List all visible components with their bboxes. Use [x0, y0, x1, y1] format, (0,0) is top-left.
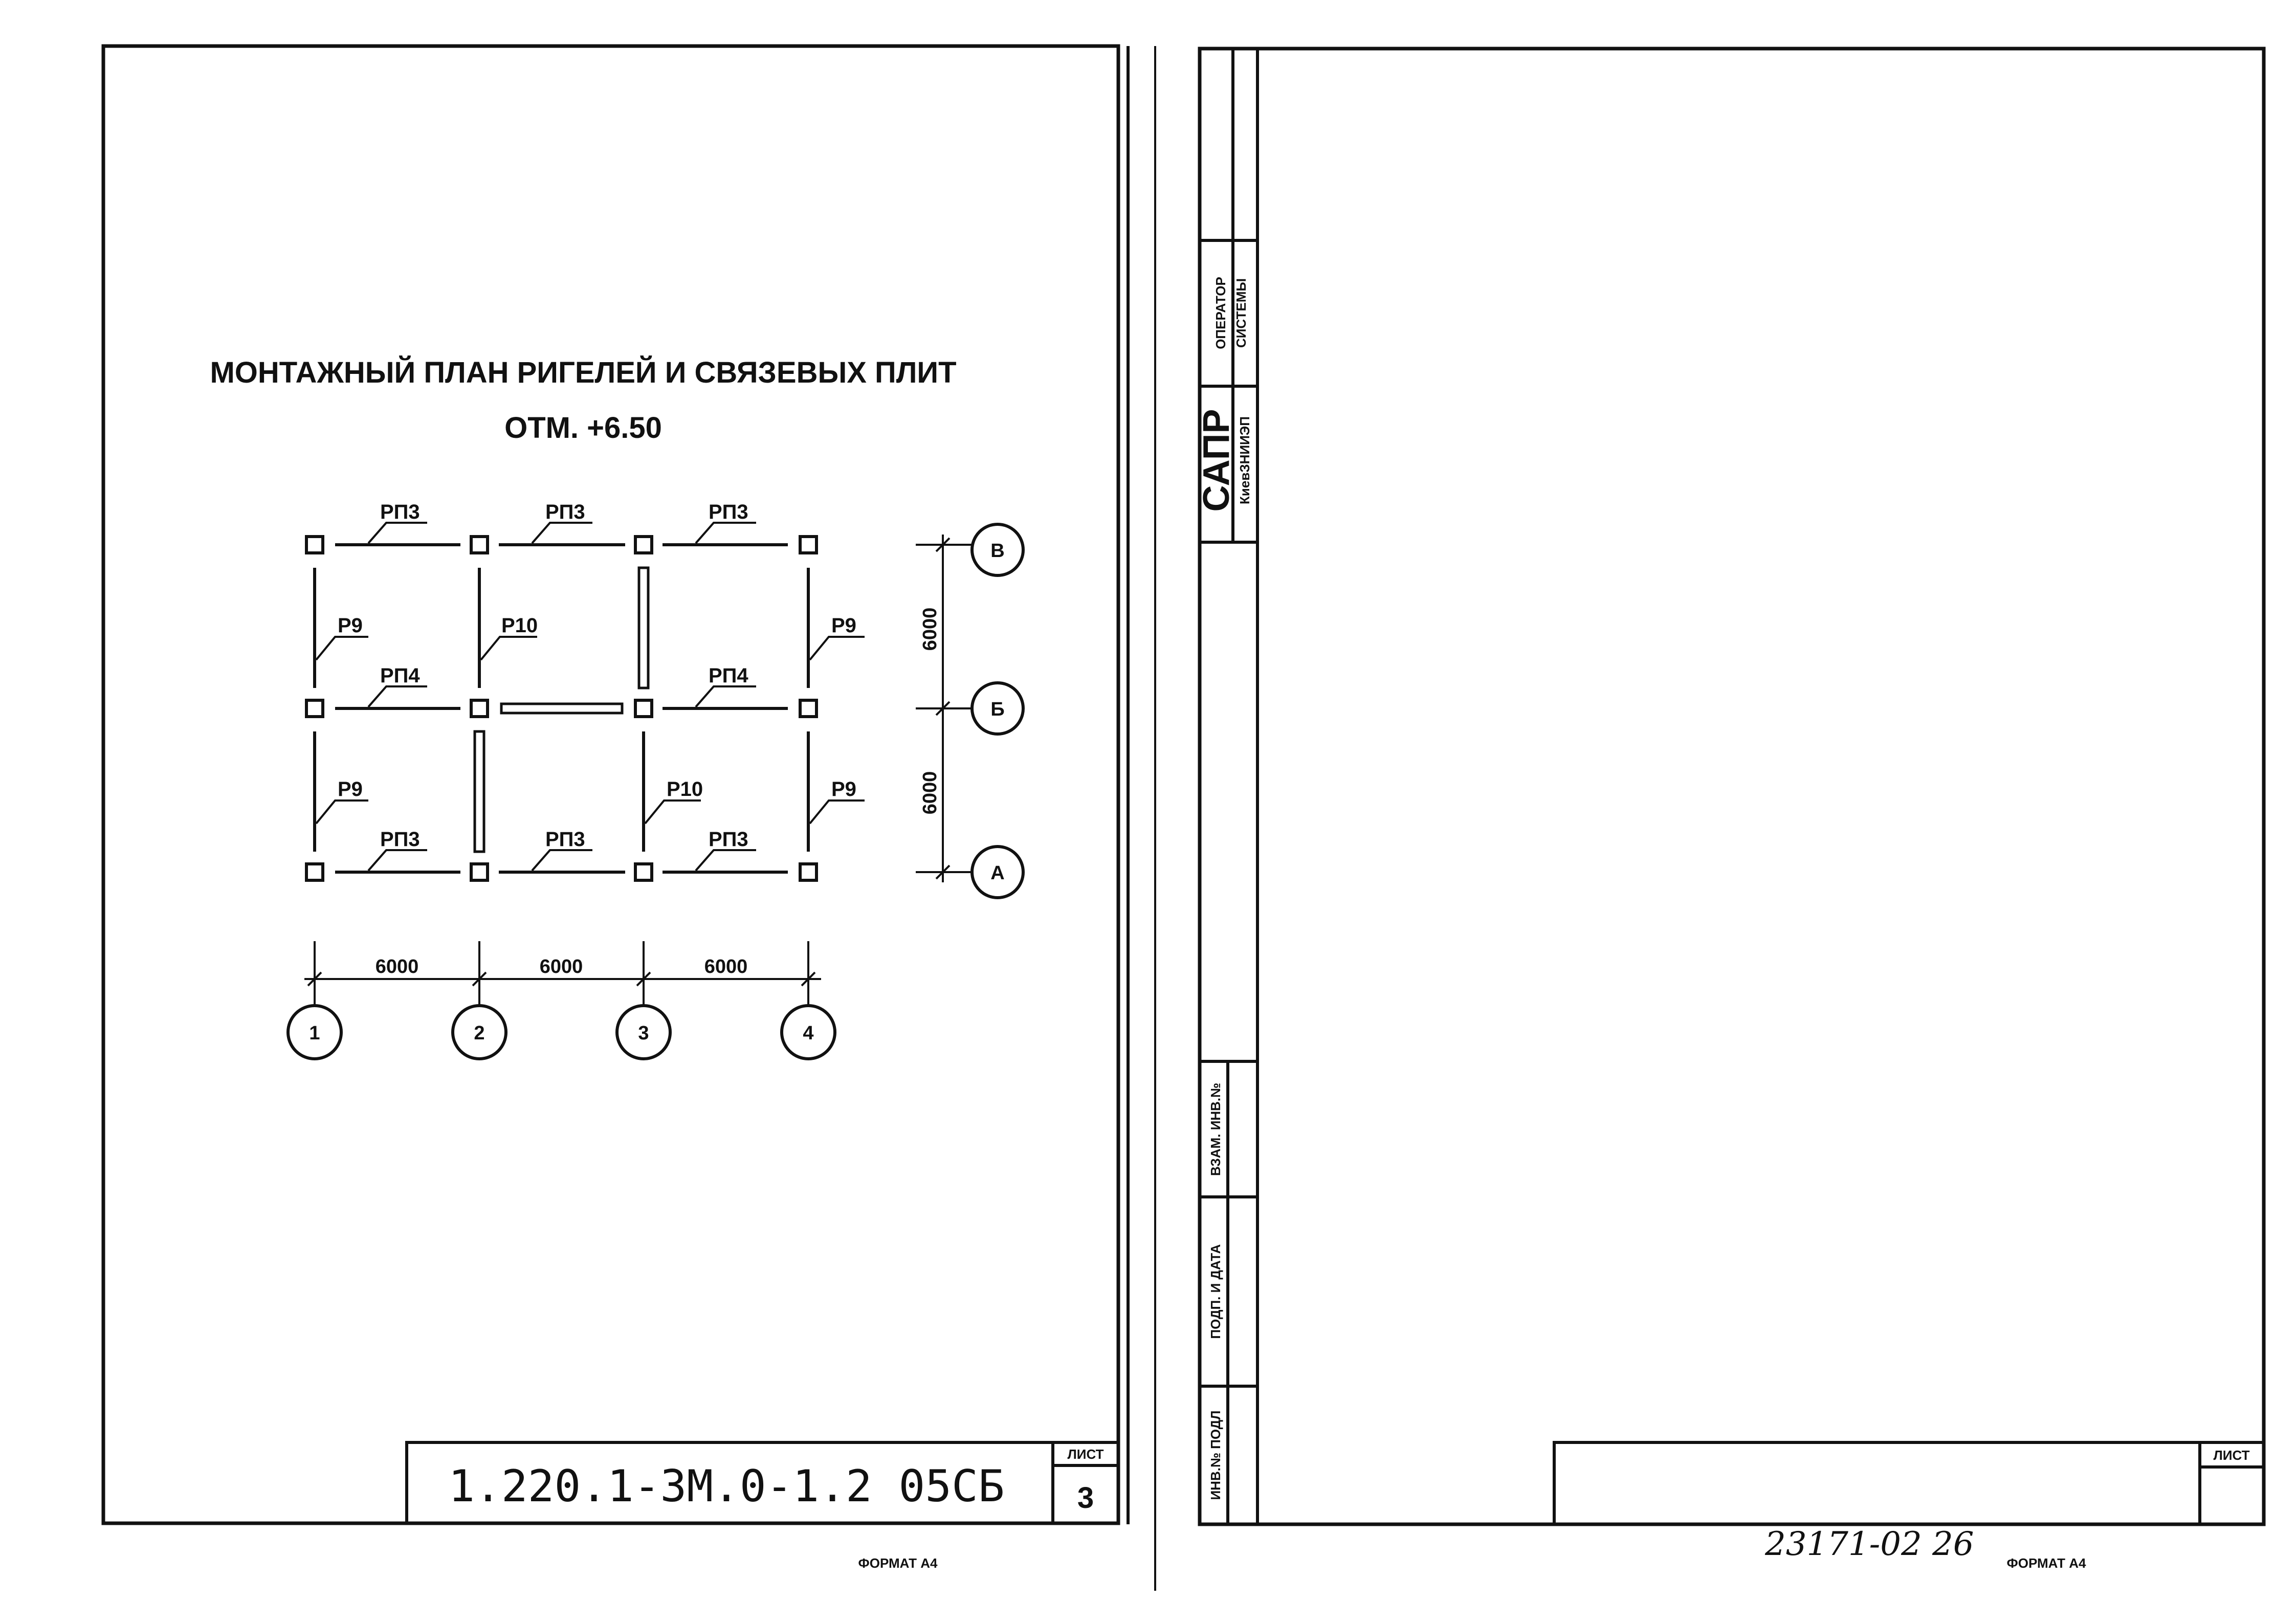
dim-6000-vertical: 6000 — [919, 608, 941, 651]
label-rp3: РП3 — [709, 501, 748, 523]
axis-row-b: Б — [990, 699, 1004, 720]
label-rp3: РП3 — [380, 501, 420, 523]
dim-6000-horizontal: 6000 — [704, 956, 748, 977]
right-frame — [1198, 47, 2266, 1526]
right-format-label: ФОРМАТ А4 — [2007, 1555, 2086, 1571]
axis-col-2: 2 — [474, 1022, 484, 1044]
label-rp4: РП4 — [380, 664, 420, 687]
drawing-code: 1.220.1-3М.0-1.2 05СБ — [448, 1461, 1004, 1512]
label-rp3: РП3 — [545, 828, 585, 851]
label-r10: Р10 — [667, 778, 703, 800]
stamp-inv-replace: ВЗАМ. ИНВ.№ — [1208, 1083, 1223, 1176]
axis-row-v: В — [990, 540, 1004, 562]
left-sheet: МОНТАЖНЫЙ ПЛАН РИГЕЛЕЙ И СВЯЗЕВЫХ ПЛИТ О… — [101, 44, 1156, 1591]
dim-6000-vertical: 6000 — [919, 771, 941, 815]
elevation-label: ОТМ. +6.50 — [504, 411, 662, 444]
sheet-label: ЛИСТ — [1068, 1447, 1104, 1462]
label-r10: Р10 — [501, 614, 538, 637]
format-label: ФОРМАТ А4 — [858, 1555, 938, 1571]
columns — [305, 535, 818, 882]
left-frame — [101, 44, 1120, 1525]
stamp-strip — [1200, 49, 1259, 1524]
handwritten-number: 23171-02 26 — [1764, 1525, 1974, 1563]
column-dimensions — [304, 941, 821, 1005]
stamp-system: СИСТЕМЫ — [1233, 278, 1249, 348]
beam-labels: РП3 РП3 РП3 РП4 РП4 РП3 РП3 РП3 Р9 Р10 Р… — [338, 501, 856, 851]
right-sheet: ОПЕРАТОР СИСТЕМЫ САПР КиевЗНИИЭП ВЗАМ. И… — [1196, 47, 2266, 1571]
row-dimensions — [916, 535, 972, 882]
label-rp3: РП3 — [380, 828, 420, 851]
plan-title: МОНТАЖНЫЙ ПЛАН РИГЕЛЕЙ И СВЯЗЕВЫХ ПЛИТ — [210, 356, 956, 389]
label-r9: Р9 — [831, 778, 856, 800]
stamp-inv-orig: ИНВ.№ ПОДЛ — [1208, 1410, 1223, 1500]
dim-6000-horizontal: 6000 — [376, 956, 419, 977]
right-title-block — [1553, 1441, 2265, 1526]
label-r9: Р9 — [338, 614, 363, 637]
label-r9: Р9 — [338, 778, 363, 800]
axis-col-1: 1 — [309, 1022, 320, 1044]
label-rp3: РП3 — [709, 828, 748, 851]
sheet-number: 3 — [1077, 1481, 1094, 1515]
stamp-sapr: САПР — [1196, 409, 1237, 512]
column-axis-markers: 1 2 3 4 — [286, 1004, 836, 1060]
stamp-sign-date: ПОДП. И ДАТА — [1208, 1244, 1223, 1339]
label-r9: Р9 — [831, 614, 856, 637]
label-rp3: РП3 — [545, 501, 585, 523]
dim-6000-horizontal: 6000 — [540, 956, 583, 977]
axis-row-a: А — [990, 862, 1004, 884]
stamp-institute: КиевЗНИИЭП — [1237, 416, 1252, 504]
stamp-operator: ОПЕРАТОР — [1213, 277, 1228, 349]
row-axis-markers: В Б А — [970, 523, 1025, 899]
axis-col-4: 4 — [803, 1022, 813, 1044]
label-rp4: РП4 — [709, 664, 748, 687]
right-sheet-label: ЛИСТ — [2214, 1448, 2250, 1463]
framing-plan — [313, 543, 810, 874]
axis-col-3: 3 — [638, 1022, 649, 1044]
title-block — [405, 1441, 1120, 1525]
